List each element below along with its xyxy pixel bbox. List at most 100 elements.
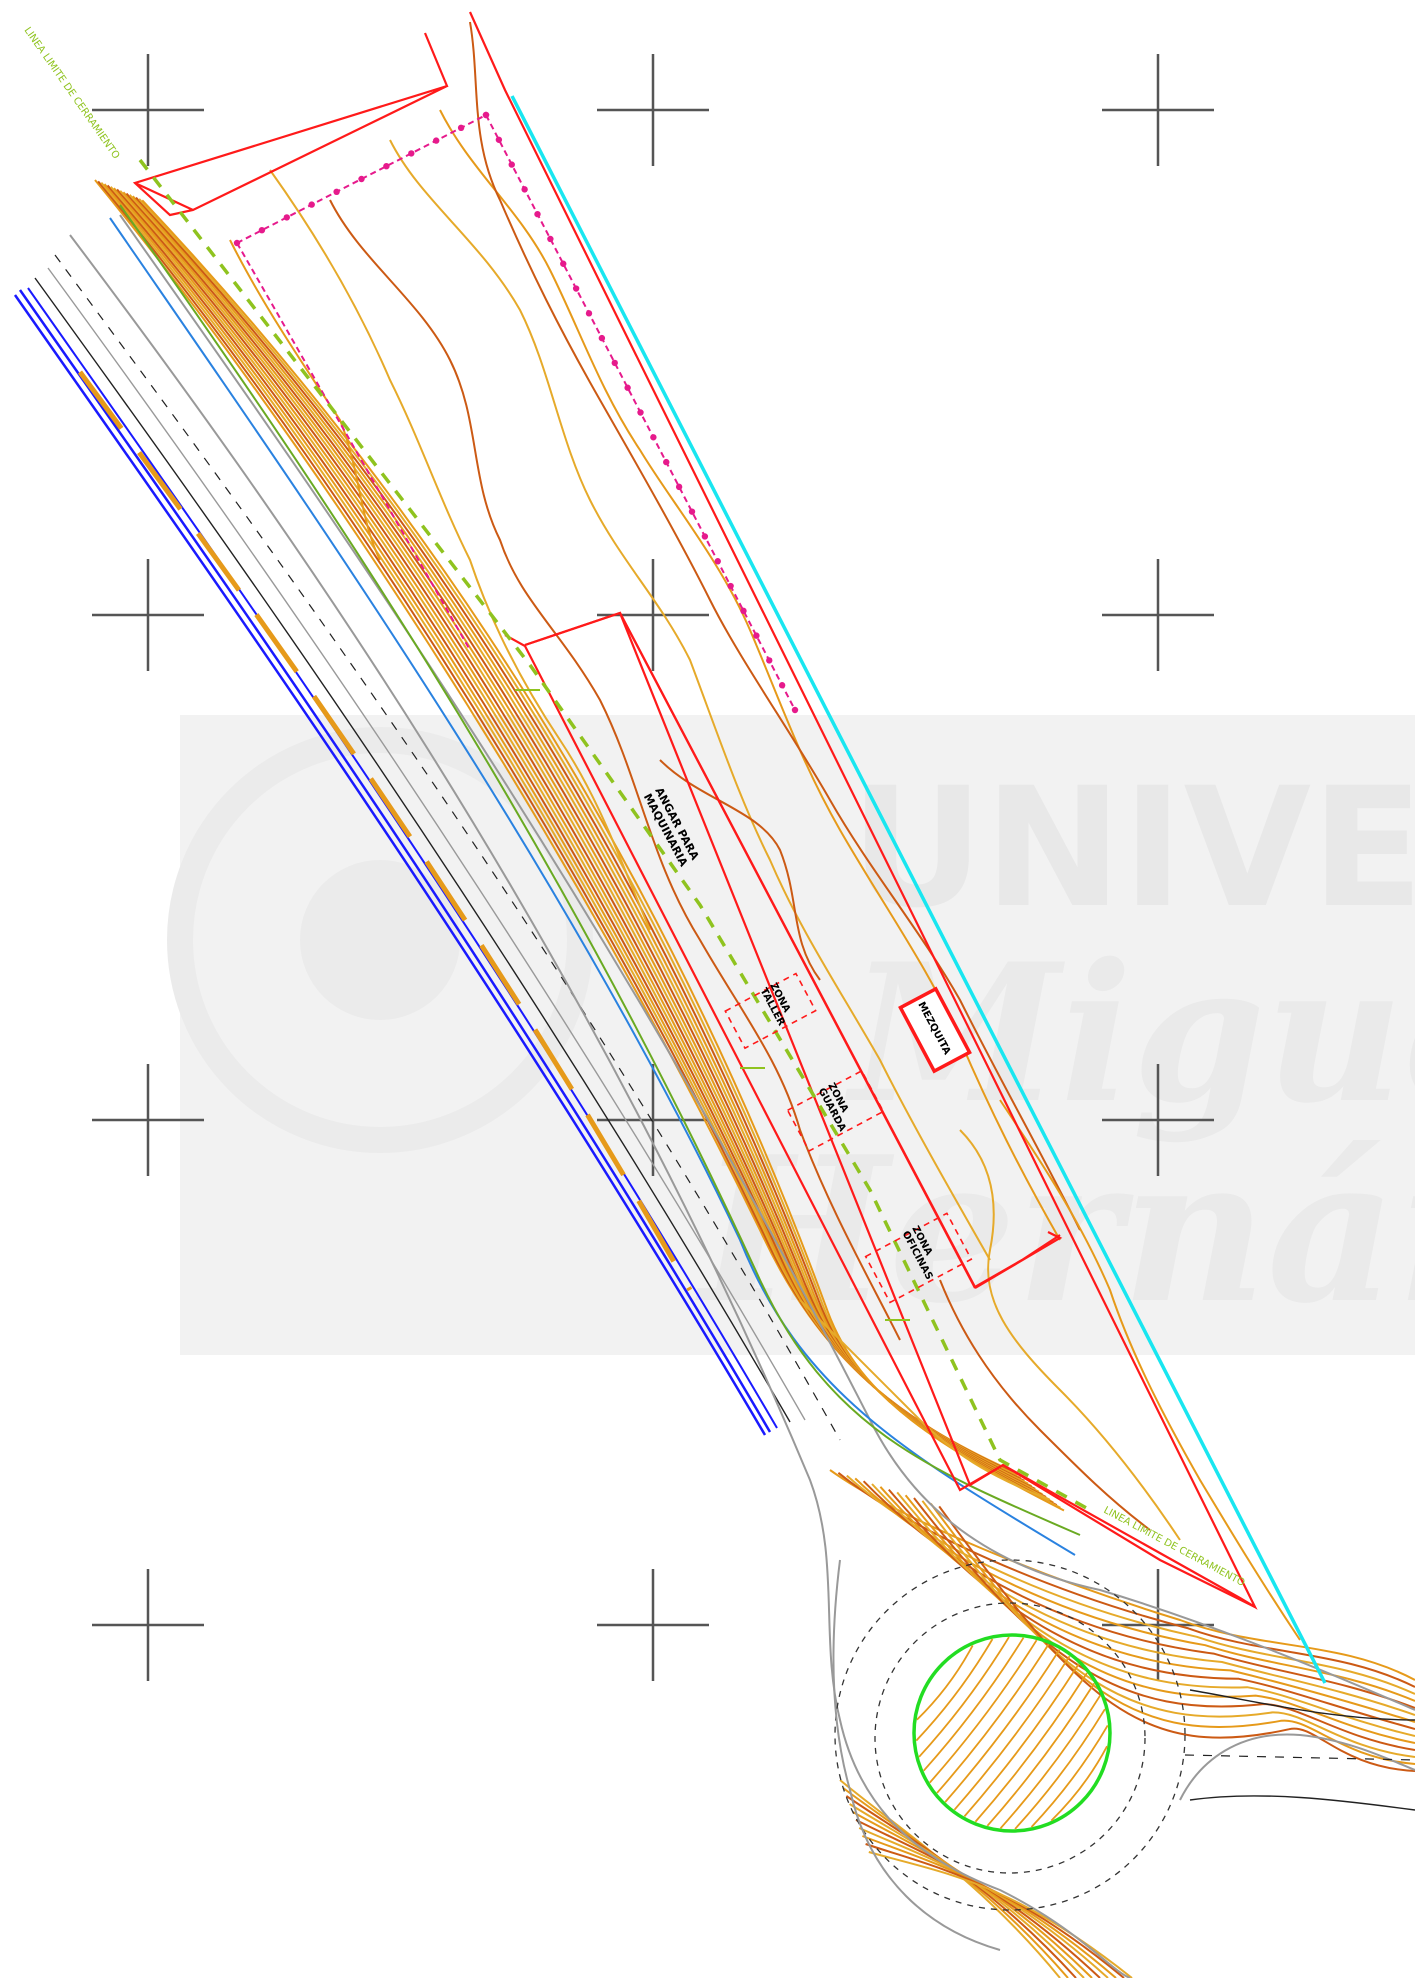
roundabout-inner-dashed bbox=[874, 1602, 1146, 1874]
island-hatch-line bbox=[936, 1643, 1050, 1794]
roundabout-hatch bbox=[915, 1636, 1109, 1830]
parcel-vertex bbox=[791, 706, 799, 714]
contour-line bbox=[659, 759, 821, 981]
road-line-outer bbox=[69, 234, 1131, 1978]
parcel-vertex bbox=[495, 136, 503, 143]
contour-line bbox=[938, 1505, 1415, 1772]
parcel-vertex bbox=[560, 260, 567, 267]
parcel-vertex bbox=[508, 161, 515, 168]
roundabout-exit-line bbox=[1189, 1689, 1415, 1721]
contour-line bbox=[858, 1827, 1109, 1978]
watermark-line1: UNIVERS bbox=[850, 752, 1415, 944]
boundary-north-corner bbox=[134, 182, 194, 211]
contour-line bbox=[855, 1819, 1101, 1978]
contour-line bbox=[904, 1494, 1415, 1744]
curb-green bbox=[119, 204, 1081, 1536]
contour-line bbox=[799, 1299, 1051, 1501]
parcel-vertex bbox=[598, 334, 606, 342]
contour-line bbox=[229, 239, 381, 561]
boundary-north bbox=[132, 32, 449, 217]
contour-line bbox=[269, 169, 651, 931]
parcel-vertices bbox=[233, 111, 799, 714]
island-hatch-line bbox=[999, 1694, 1102, 1829]
contour-line bbox=[959, 1129, 1181, 1541]
parcel-vertex bbox=[333, 188, 340, 195]
parcel-vertex bbox=[675, 483, 683, 491]
island-hatch-line bbox=[986, 1682, 1095, 1827]
road-orange-strip bbox=[77, 370, 693, 1292]
island-hatch-line bbox=[929, 1639, 1038, 1784]
island-hatch-line bbox=[953, 1655, 1071, 1811]
mezquita: MEZQUITA bbox=[898, 986, 972, 1074]
parcel-vertex bbox=[521, 186, 528, 193]
road-centerline bbox=[54, 254, 841, 1441]
fence-limit-label-top: LINEA LIMITE DE CERRAMIENTO bbox=[22, 25, 122, 161]
island-hatch-line bbox=[915, 1638, 994, 1742]
contour-line bbox=[939, 1279, 1151, 1531]
contour-line bbox=[389, 139, 991, 1261]
property-boundary bbox=[132, 11, 1258, 1610]
contour-line bbox=[921, 1500, 1415, 1758]
island-hatch-line bbox=[1030, 1724, 1109, 1828]
mezquita-outline bbox=[898, 986, 972, 1074]
island-hatch-line bbox=[1014, 1708, 1106, 1830]
island-hatch-line bbox=[923, 1637, 1025, 1772]
parcel-vertex bbox=[482, 111, 490, 119]
parcel-vertex bbox=[701, 533, 709, 540]
parcel-vertex bbox=[778, 682, 786, 689]
parcel-vertex bbox=[433, 137, 440, 144]
parcel-vertex bbox=[383, 163, 390, 170]
contour-line bbox=[913, 1497, 1415, 1751]
island-hatch-line bbox=[963, 1663, 1080, 1817]
parcel-vertex bbox=[358, 175, 365, 183]
fence-limit bbox=[138, 158, 1091, 1512]
parcel-vertex bbox=[650, 434, 657, 441]
roundabout-exit-east bbox=[1179, 1733, 1415, 1801]
contour-line bbox=[329, 199, 901, 1341]
parcel-vertex bbox=[611, 359, 618, 367]
curb-blue bbox=[109, 217, 1076, 1556]
island-hatch-line bbox=[944, 1649, 1061, 1803]
parcel-vertex bbox=[753, 632, 760, 639]
parcel-vertex bbox=[714, 558, 721, 565]
parcel-line-path bbox=[236, 113, 796, 711]
fence-limit-line bbox=[138, 158, 1091, 1512]
road-west bbox=[13, 204, 1415, 1978]
roundabout-exit-line-2 bbox=[1189, 1795, 1415, 1811]
parcel-vertex bbox=[727, 582, 734, 590]
zone-oficinas-outline bbox=[864, 1212, 973, 1304]
parcel-vertex bbox=[637, 409, 644, 416]
parcel-line bbox=[233, 111, 799, 714]
road-edge-blue-2 bbox=[18, 289, 772, 1433]
parcel-vertex bbox=[663, 458, 670, 466]
fence-ticks bbox=[515, 689, 910, 1321]
parcel-vertex bbox=[766, 657, 773, 664]
island-hatch-line bbox=[916, 1644, 974, 1721]
zone-taller-outline bbox=[724, 972, 817, 1050]
parcel-vertex bbox=[585, 310, 593, 317]
island-hatch-line bbox=[974, 1672, 1088, 1823]
hangar-east-wall bbox=[619, 612, 976, 1289]
contour-line bbox=[999, 1099, 1301, 1641]
roundabout-island bbox=[912, 1633, 1112, 1833]
watermark-disc bbox=[300, 860, 460, 1020]
parcel-vertex bbox=[740, 607, 747, 615]
parcel-vertex bbox=[258, 227, 266, 234]
parcel-vertex bbox=[547, 235, 554, 243]
contour-line bbox=[837, 1472, 1415, 1688]
roundabout bbox=[832, 1559, 1415, 1951]
parcel-vertex bbox=[688, 508, 696, 515]
boundary-south bbox=[1002, 1464, 1256, 1608]
parcel-vertex bbox=[308, 201, 315, 208]
hangar-south-wall bbox=[974, 1231, 1063, 1289]
parcel-vertex bbox=[572, 285, 580, 292]
road-edge-cyan bbox=[510, 95, 1327, 1684]
road-line-1 bbox=[34, 277, 791, 1423]
contour-line bbox=[871, 1483, 1415, 1716]
roundabout-edge-west bbox=[832, 1559, 1001, 1951]
road-edge-blue-1 bbox=[13, 294, 767, 1436]
parcel-vertex bbox=[624, 384, 631, 391]
road-line-2 bbox=[47, 267, 806, 1421]
parcel-vertex bbox=[534, 210, 541, 218]
